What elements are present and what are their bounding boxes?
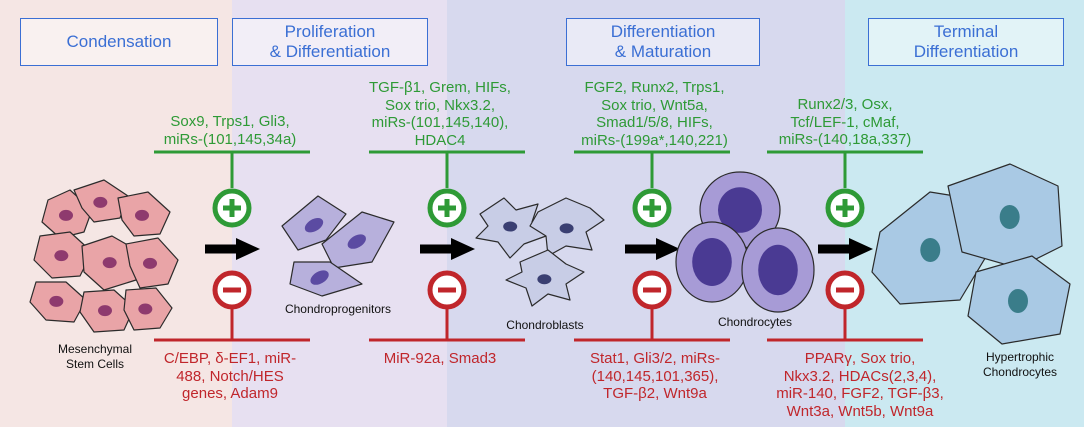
cell-nucleus — [49, 295, 64, 307]
promoter-line: miRs-(101,145,140), — [371, 114, 509, 131]
stage-maturation-label-1: Differentiation — [610, 22, 716, 41]
arrow-right-icon — [451, 238, 475, 260]
cell-label-line: Chondroprogenitors — [284, 302, 392, 316]
promoter-line: Runx2/3, Osx, — [797, 96, 893, 113]
stage-proliferation-label-2: & Differentiation — [269, 42, 391, 61]
cell-nucleus — [304, 217, 324, 233]
cell-nucleus — [98, 305, 112, 317]
promoters-terminal: Runx2/3, Osx, Tcf/LEF-1, cMaf, miRs-(140… — [755, 96, 935, 149]
inhibitor-line: PPARγ, Sox trio, — [804, 350, 916, 367]
cell-nucleus — [999, 205, 1020, 229]
promoter-line: Sox9, Trps1, Gli3, — [170, 113, 290, 130]
cell-label-line: Mesenchymal — [57, 342, 133, 356]
promoter-line: TGF-β1, Grem, HIFs, — [369, 79, 511, 96]
cell-nucleus — [1008, 289, 1028, 313]
inhibitors-proliferation: MiR-92a, Smad3 — [370, 350, 510, 368]
inhibitor-line: Nkx3.2, HDACs(2,3,4), — [783, 367, 937, 385]
cell-nucleus — [310, 270, 329, 285]
inhibitor-line: Wnt3a, Wnt5b, Wnt9a — [786, 402, 934, 420]
cell-label-line: Chondrocytes — [982, 365, 1058, 379]
cell-nucleus — [102, 257, 117, 269]
cell-nucleus — [135, 209, 149, 221]
stage-condensation-box: Condensation — [20, 18, 218, 66]
cell-label-line: Stem Cells — [65, 357, 124, 371]
promoter-line: miRs-(199a*,140,221) — [581, 131, 728, 149]
arrow-right-icon — [656, 238, 680, 260]
cell-nucleus — [537, 274, 552, 285]
promoter-line: FGF2, Runx2, Trps1, — [584, 79, 725, 96]
cell-nucleus — [138, 303, 153, 315]
inhibitor-line: (140,145,101,365), — [591, 367, 719, 385]
inhibitor-line: C/EBP, δ-EF1, miR- — [163, 350, 297, 367]
inhibitor-line: genes, Adam9 — [182, 385, 278, 402]
promoter-line: Smad1/5/8, HIFs, — [596, 114, 713, 131]
cell-label-line: Hypertrophic — [985, 350, 1055, 364]
inhibitor-line: 488, Notch/HES — [176, 367, 284, 385]
cell-nucleus — [59, 209, 73, 221]
promoters-maturation: FGF2, Runx2, Trps1, Sox trio, Wnt5a, Sma… — [557, 79, 752, 149]
inhibitor-line: Stat1, Gli3/2, miRs- — [589, 350, 721, 367]
inhibitor-line: MiR-92a, Smad3 — [383, 350, 497, 367]
label-hypertrophic-chondrocytes: Hypertrophic Chondrocytes — [965, 350, 1075, 380]
cell-nucleus — [503, 221, 518, 232]
stage-maturation-label-2: & Maturation — [614, 42, 712, 61]
label-chondroblasts: Chondroblasts — [490, 318, 600, 333]
stage-terminal-label-1: Terminal — [933, 22, 999, 41]
label-mesenchymal-stem-cells: Mesenchymal Stem Cells — [40, 342, 150, 372]
promoter-line: HDAC4 — [414, 131, 466, 149]
cell-nucleus — [718, 187, 762, 233]
cell-nucleus — [93, 196, 108, 208]
inhibitors-condensation: C/EBP, δ-EF1, miR- 488, Notch/HES genes,… — [150, 350, 310, 403]
stage-proliferation-box: Proliferation & Differentiation — [232, 18, 428, 66]
promoters-condensation: Sox9, Trps1, Gli3, miRs-(101,145,34a) — [135, 113, 325, 148]
stage-condensation-label: Condensation — [66, 32, 172, 51]
arrow-right-icon — [849, 238, 873, 260]
stage-maturation-box: Differentiation & Maturation — [566, 18, 760, 66]
promoters-proliferation: TGF-β1, Grem, HIFs, Sox trio, Nkx3.2, mi… — [350, 79, 530, 149]
cell-label-line: Chondroblasts — [506, 318, 584, 332]
cell-nucleus — [758, 244, 798, 296]
stage-terminal-label-2: Differentiation — [913, 42, 1019, 61]
promoter-line: miRs-(140,18a,337) — [778, 131, 912, 148]
stage-proliferation-label-1: Proliferation — [284, 22, 376, 41]
cell-nucleus — [143, 257, 157, 269]
inhibitor-line: miR-140, FGF2, TGF-β3, — [776, 385, 944, 402]
cell-nucleus — [559, 223, 574, 234]
cell-nucleus — [347, 234, 366, 249]
cell-nucleus — [54, 250, 69, 262]
promoter-line: miRs-(101,145,34a) — [163, 130, 297, 148]
inhibitors-maturation: Stat1, Gli3/2, miRs- (140,145,101,365), … — [570, 350, 740, 403]
cell-nucleus — [920, 238, 941, 262]
promoter-line: Sox trio, Wnt5a, — [601, 96, 708, 114]
cell-nucleus — [692, 238, 732, 286]
stage-terminal-box: Terminal Differentiation — [868, 18, 1064, 66]
inhibitors-terminal: PPARγ, Sox trio, Nkx3.2, HDACs(2,3,4), m… — [770, 350, 950, 420]
cell-label-line: Chondrocytes — [717, 315, 793, 329]
arrow-right-icon — [236, 238, 260, 260]
label-chondroprogenitors: Chondroprogenitors — [268, 302, 408, 317]
promoter-line: Sox trio, Nkx3.2, — [384, 96, 496, 114]
label-chondrocytes: Chondrocytes — [700, 315, 810, 330]
inhibitor-line: TGF-β2, Wnt9a — [603, 385, 707, 402]
promoter-line: Tcf/LEF-1, cMaf, — [790, 113, 900, 131]
